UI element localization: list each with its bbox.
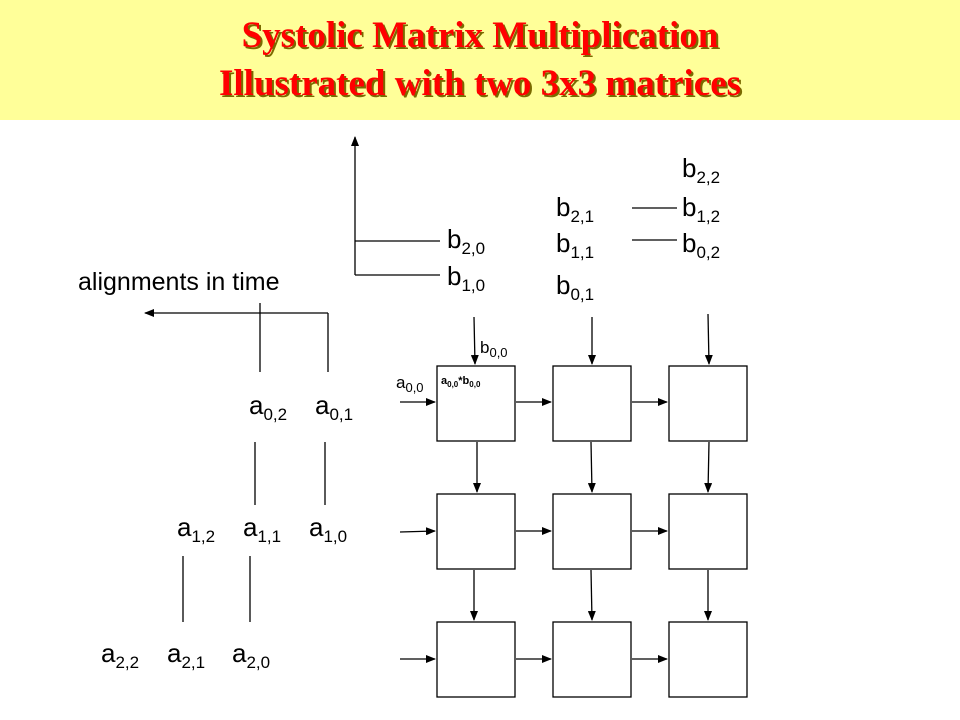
label-b21: b2,1 <box>556 192 595 226</box>
label-a12: a1,2 <box>177 512 216 546</box>
arrow-r0-r1-col1 <box>587 441 596 493</box>
cell-0-1 <box>552 365 632 442</box>
title-line-1: Systolic Matrix Multiplication <box>241 15 719 56</box>
label-a00: a0,0 <box>396 373 424 395</box>
cell-0-0 <box>436 365 516 442</box>
cell-1-1 <box>552 493 632 570</box>
label-b20: b2,0 <box>447 224 486 258</box>
alignments-label: alignments in time <box>78 268 280 296</box>
arrow-r1-r2-col1 <box>587 569 596 621</box>
label-b11: b1,1 <box>556 228 595 262</box>
label-a10: a1,0 <box>309 512 348 546</box>
cell-2-2 <box>668 621 748 698</box>
cell-0-2 <box>668 365 748 442</box>
label-b00: b0,0 <box>480 338 508 360</box>
arrow-r0-r1-col2 <box>704 441 713 493</box>
label-b22: b2,2 <box>682 153 721 187</box>
title-line-2: Illustrated with two 3x3 matrices <box>218 63 742 104</box>
label-a11: a1,1 <box>243 512 282 546</box>
cell-2-0 <box>436 621 516 698</box>
arrow-a-row1 <box>399 527 436 536</box>
label-a22: a2,2 <box>101 638 140 672</box>
cell-1-0 <box>436 493 516 570</box>
arrow-b-col2 <box>704 313 713 365</box>
label-b12: b1,2 <box>682 192 721 226</box>
label-b02: b0,2 <box>682 228 721 262</box>
cell-product-label: a0,0*b0,0 <box>441 375 481 389</box>
cell-2-1 <box>552 621 632 698</box>
label-b10: b1,0 <box>447 261 486 295</box>
arrow-b-col0 <box>470 316 479 365</box>
label-a20: a2,0 <box>232 638 271 672</box>
label-a21: a2,1 <box>167 638 206 672</box>
label-a01: a0,1 <box>315 390 354 424</box>
cell-1-2 <box>668 493 748 570</box>
title-banner: Systolic Matrix Multiplication Illustrat… <box>0 0 960 120</box>
label-a02: a0,2 <box>249 390 288 424</box>
label-b01: b0,1 <box>556 270 595 304</box>
